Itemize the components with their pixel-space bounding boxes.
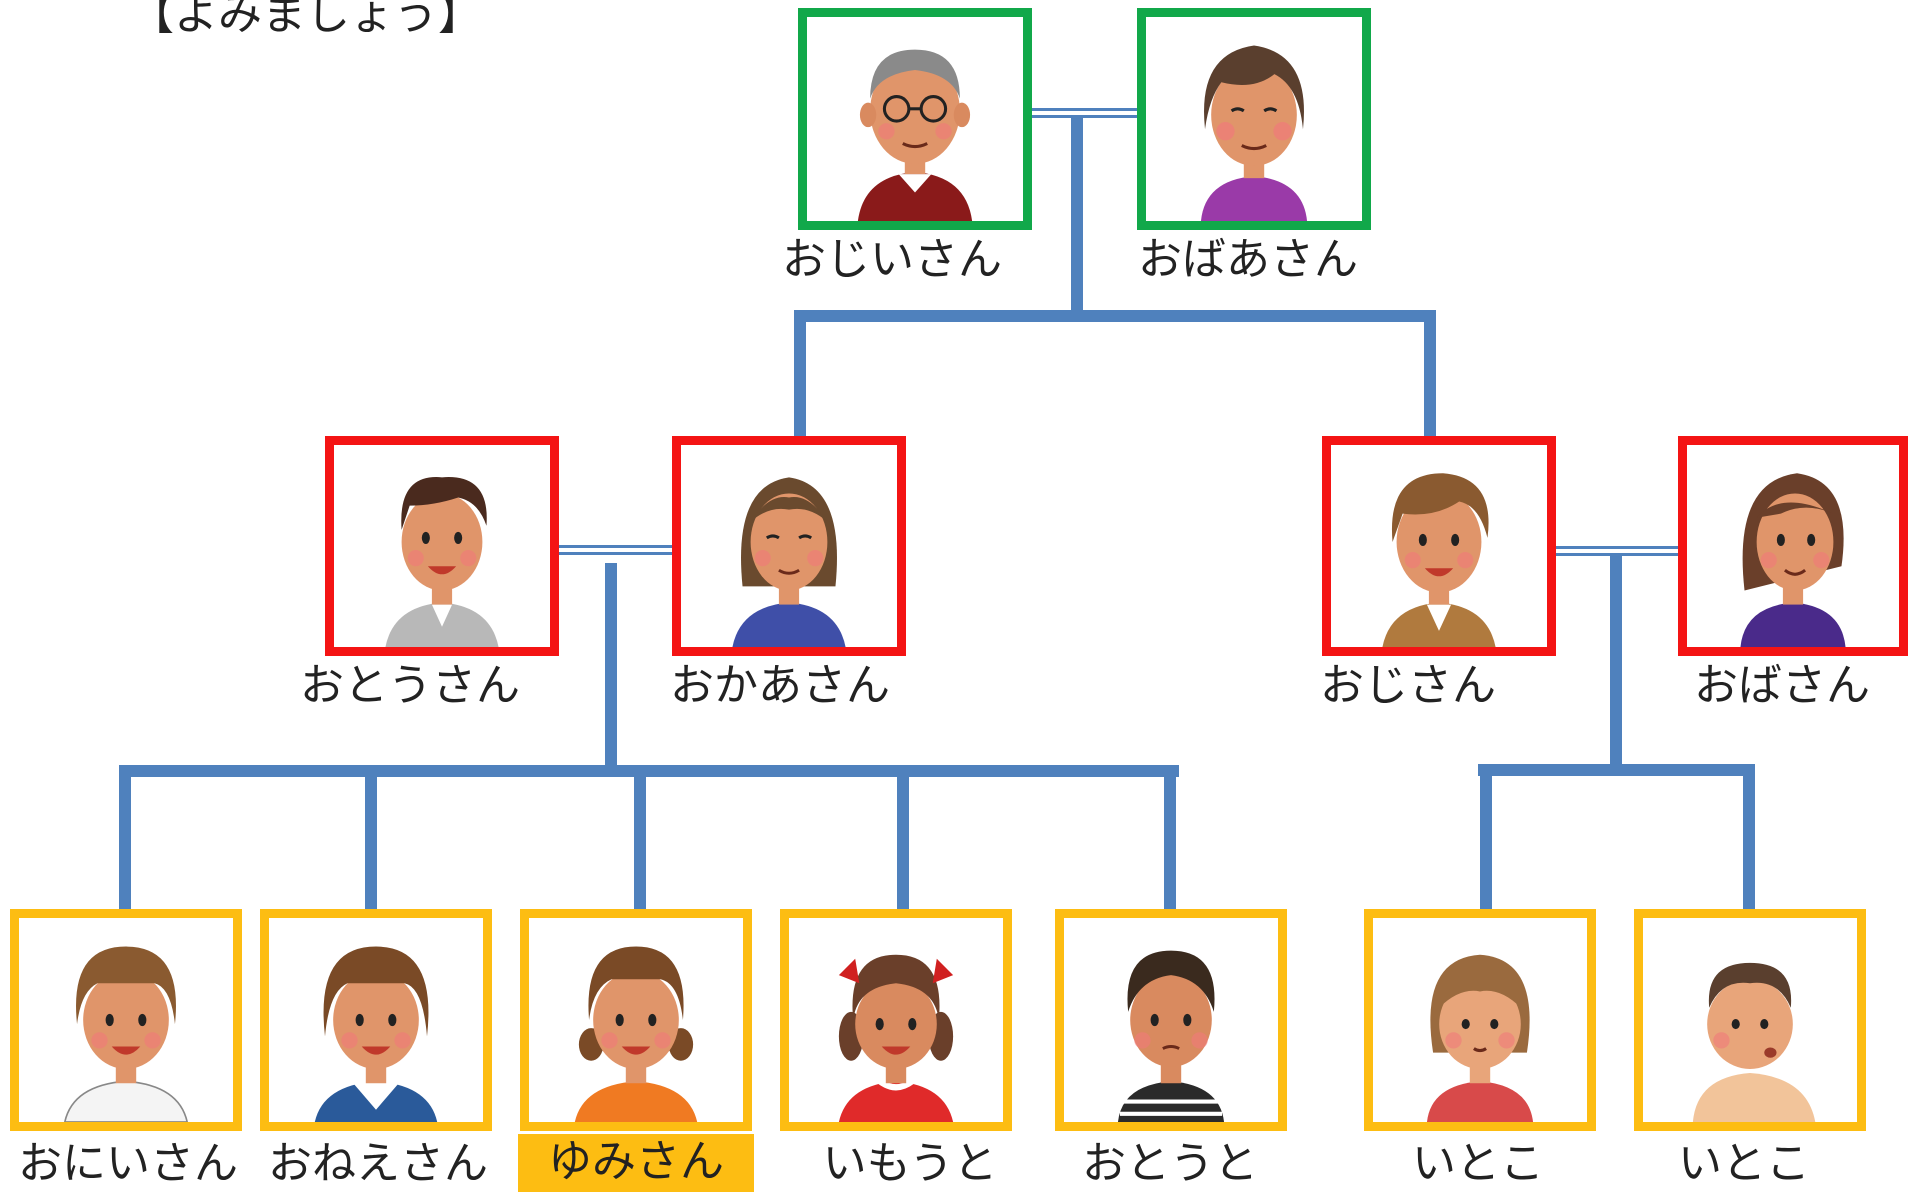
label-cousin-1: いとこ [1412,1138,1544,1189]
portrait-frame-uncle [1322,436,1556,656]
grandparents-trunk-line [1071,118,1083,315]
drop-line-cousin-2 [1743,764,1755,912]
portrait-frame-imouto [780,909,1012,1131]
aunt-icon [1740,473,1846,647]
children-bar [121,765,1179,777]
portrait-frame-yumi [520,909,752,1131]
mother-drop-line [794,310,806,442]
page-title: 【よみましょう】 [130,0,482,40]
portrait-frame-oniisan [10,909,242,1131]
portrait-frame-cousin-1 [1364,909,1596,1131]
drop-line-oneesan [365,765,377,912]
portrait-frame-aunt [1678,436,1908,656]
label-mother: おかあさん [670,660,890,711]
grandfather-icon [857,49,973,221]
father-icon [385,477,499,647]
yumi-icon [574,946,698,1122]
portrait-frame-otouto [1055,909,1287,1131]
label-uncle: おじさん [1320,660,1496,711]
label-grandmother: おばあさん [1138,234,1358,285]
label-imouto: いもうと [822,1138,998,1189]
grandmother-icon [1200,45,1308,221]
drop-line-oniisan [119,765,131,912]
parents-generation-bar [795,310,1436,322]
cousin-boy-icon [1692,962,1816,1122]
drop-line-yumi [634,765,646,912]
label-aunt: おばさん [1694,660,1870,711]
label-yumi-highlighted: ゆみさん [518,1134,754,1192]
aunt-uncle-marriage-line [1554,546,1678,556]
aunt-uncle-trunk-line [1610,556,1622,770]
cousins-bar [1478,764,1754,776]
portrait-frame-father [325,436,559,656]
label-oneesan: おねえさん [268,1138,488,1189]
older-brother-icon [63,946,189,1122]
parents-marriage-line [556,545,674,555]
drop-line-cousin-1 [1480,764,1492,912]
younger-brother-icon [1117,950,1225,1122]
mother-icon [732,477,846,647]
parents-trunk-line [605,563,617,776]
younger-sister-icon [838,954,954,1122]
portrait-frame-oneesan [260,909,492,1131]
older-sister-icon [314,946,438,1122]
drop-line-imouto [897,765,909,912]
label-grandfather: おじいさん [782,234,1002,285]
cousin-girl-icon [1426,954,1534,1122]
uncle-icon [1382,473,1496,647]
label-oniisan: おにいさん [18,1138,238,1189]
grandparents-marriage-line [1030,108,1138,118]
portrait-frame-grandfather [798,8,1032,230]
label-cousin-2: いとこ [1678,1138,1810,1189]
portrait-frame-cousin-2 [1634,909,1866,1131]
drop-line-otouto [1164,765,1176,912]
portrait-frame-grandmother [1137,8,1371,230]
portrait-frame-mother [672,436,906,656]
label-father: おとうさん [300,660,520,711]
uncle-drop-line [1424,310,1436,442]
label-otouto: おとうと [1082,1138,1258,1189]
